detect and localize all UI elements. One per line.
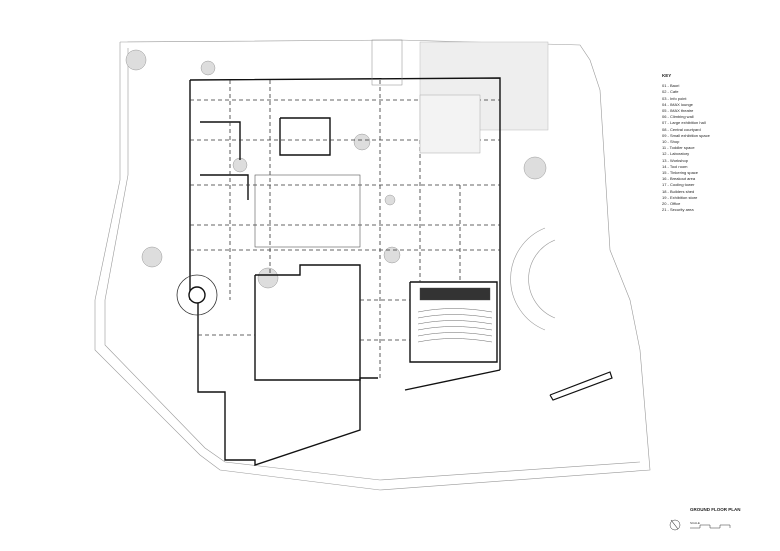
key-title: KEY [662, 73, 672, 78]
key-item: 10 - Shop [662, 139, 680, 145]
key-item: 14 - Tool room [662, 163, 688, 169]
building-walls [189, 77, 501, 466]
baori-core [188, 286, 206, 304]
key-item: 18 - Builders shed [662, 188, 695, 194]
key-item: 02 - Cafe [662, 89, 679, 95]
plan-title: GROUND FLOOR PLAN [690, 507, 741, 512]
north-arrow-icon [669, 519, 681, 531]
key-item: 17 - Cooling tower [662, 182, 695, 188]
key-item: 09 - Small exhibition space [662, 132, 710, 138]
tree-icons [125, 49, 547, 289]
key-item: 07 - Large exhibition hall [662, 120, 706, 126]
key-item: 12 - Laboratory [662, 151, 690, 157]
scale-label: SCALE [690, 521, 700, 525]
central-courtyard [254, 174, 361, 248]
key-legend: KEY 01 - Baori 02 - Cafe 03 - Info point… [662, 73, 710, 213]
theatre-seating [417, 287, 493, 343]
column-grid [190, 80, 500, 380]
scale-bar [690, 524, 731, 529]
baori-circle [176, 274, 218, 316]
key-item: 13 - Workshop [662, 157, 688, 163]
key-item: 05 - IMAX theatre [662, 108, 694, 114]
key-item: 04 - IMAX lounge [662, 101, 693, 107]
key-item: 03 - Info point [662, 95, 687, 101]
key-item: 08 - Central courtyard [662, 126, 701, 132]
outbuilding [549, 371, 613, 401]
grid-patterned-area [419, 94, 481, 154]
key-item: 19 - Exhibition store [662, 194, 698, 200]
key-item: 20 - Office [662, 201, 681, 207]
key-item: 21 - Security area [662, 207, 694, 213]
key-item: 06 - Climbing wall [662, 114, 694, 120]
site-boundary [94, 39, 651, 491]
key-item: 15 - Tinkering space [662, 170, 699, 176]
stair-blocks [371, 39, 403, 86]
key-item: 11 - Toddler space [662, 145, 695, 151]
key-item: 01 - Baori [662, 83, 680, 89]
key-item: 16 - Breakout area [662, 176, 696, 182]
